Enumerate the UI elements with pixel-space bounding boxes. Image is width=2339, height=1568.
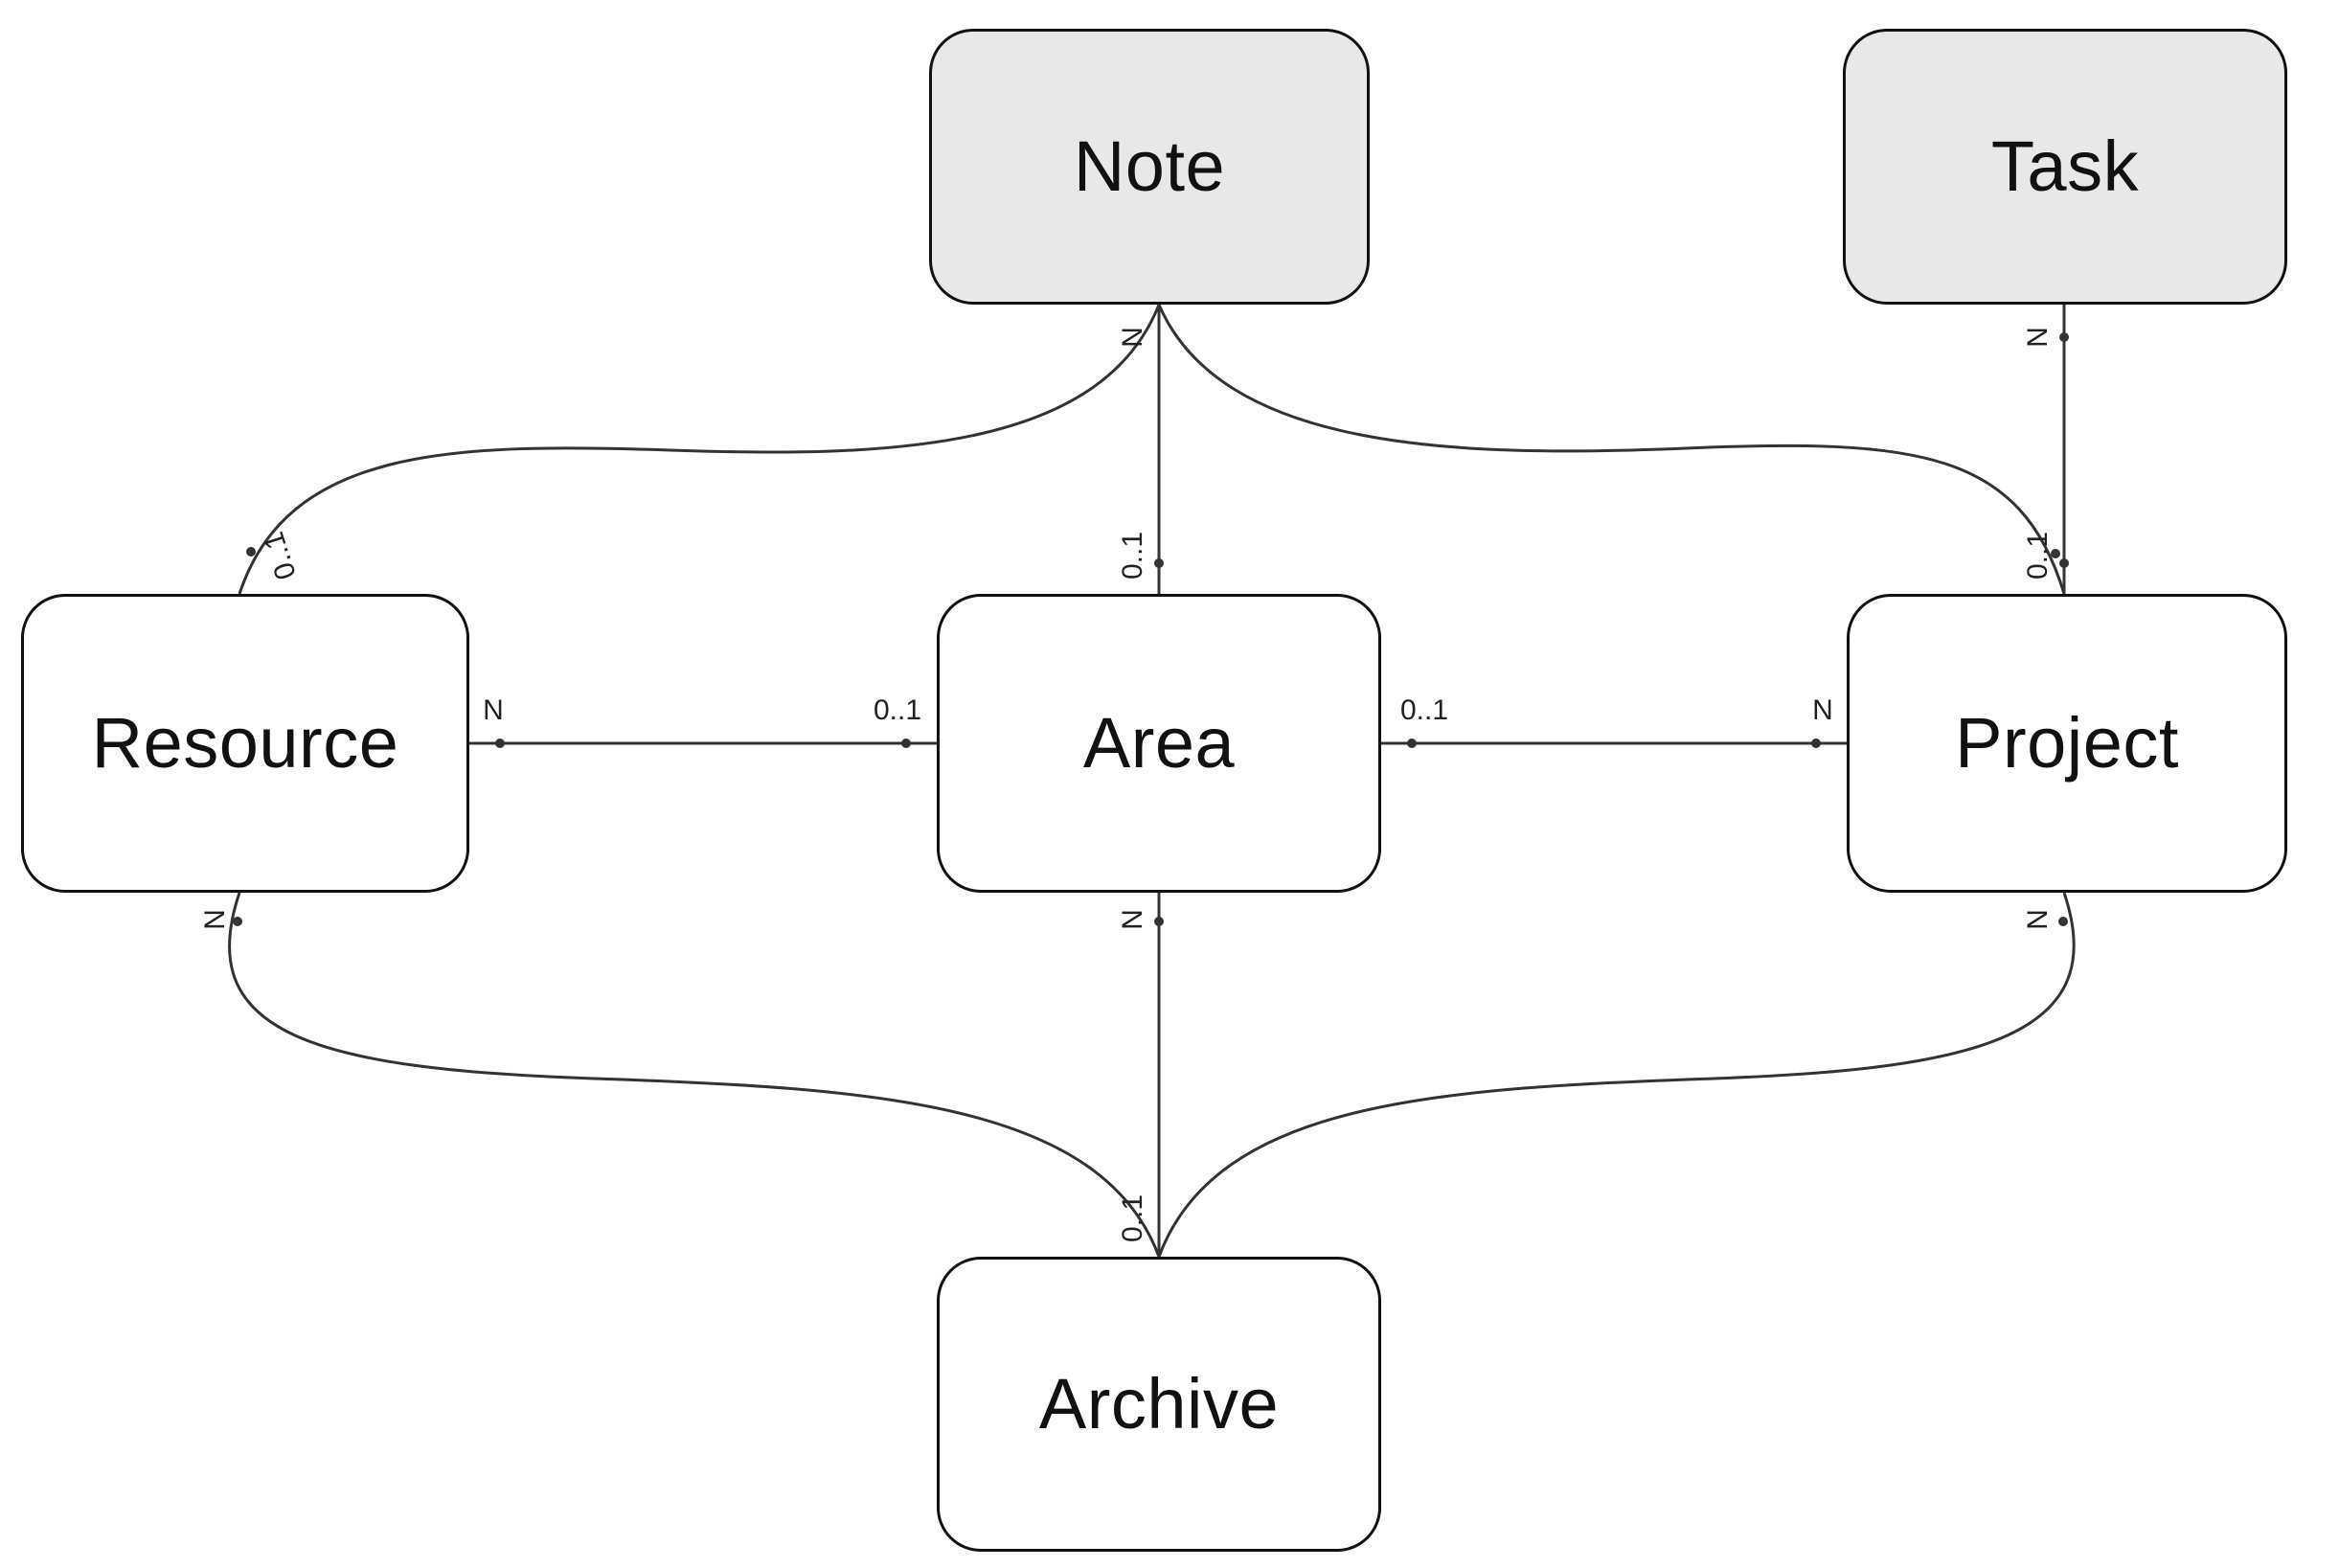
entity-area-label: Area (1082, 703, 1236, 783)
cardinality-area-bottom: N (1117, 909, 1148, 930)
cardinality-area-left: 0..1 (873, 694, 922, 726)
entity-project-label: Project (1955, 703, 2179, 783)
edge-project-archive (1157, 892, 2076, 1258)
cardinality-resource-bottom: N (199, 909, 231, 930)
cardinality-task-bottom: N (2022, 327, 2054, 348)
cardinality-archive-top: 0..1 (1117, 1193, 1148, 1243)
edge-task-project-endpoint-bottom (2059, 558, 2069, 568)
edge-task-project-endpoint-top (2059, 332, 2069, 342)
edge-area-project-endpoint-left (1407, 739, 1417, 748)
entity-resource-label: Resource (91, 703, 399, 783)
entity-task-label: Task (1990, 126, 2140, 206)
edge-note-project-endpoint (2051, 549, 2060, 558)
edge-area-archive-endpoint (1154, 917, 1164, 926)
edge-resource-area-endpoint-right (901, 739, 911, 748)
entity-area[interactable]: Area (937, 594, 1381, 893)
entity-project[interactable]: Project (1847, 594, 2287, 893)
entity-archive[interactable]: Archive (937, 1257, 1381, 1552)
edge-note-resource (238, 304, 1161, 595)
entity-note-label: Note (1073, 126, 1226, 206)
edge-note-area-endpoint (1154, 558, 1164, 568)
entity-task[interactable]: Task (1843, 29, 2287, 305)
entity-archive-label: Archive (1038, 1364, 1280, 1443)
cardinality-project-bottom: N (2022, 909, 2054, 930)
edge-resource-area-endpoint-left (495, 739, 505, 748)
cardinality-note-bottom: N (1117, 327, 1148, 348)
edge-note-resource-endpoint (246, 547, 256, 557)
edge-note-project (1157, 304, 2066, 595)
entity-resource[interactable]: Resource (21, 594, 469, 893)
cardinality-area-right: 0..1 (1399, 694, 1449, 726)
cardinality-resource-right: N (483, 694, 504, 726)
cardinality-project-left: N (1812, 694, 1833, 726)
edge-resource-archive (228, 892, 1161, 1258)
cardinality-area-top: 0..1 (1117, 531, 1148, 580)
cardinality-project-top: 0..1 (2022, 531, 2054, 580)
edge-project-archive-endpoint (2058, 917, 2068, 926)
entity-note[interactable]: Note (929, 29, 1370, 305)
edge-area-project-endpoint-right (1811, 739, 1821, 748)
edge-resource-archive-endpoint (233, 917, 242, 926)
